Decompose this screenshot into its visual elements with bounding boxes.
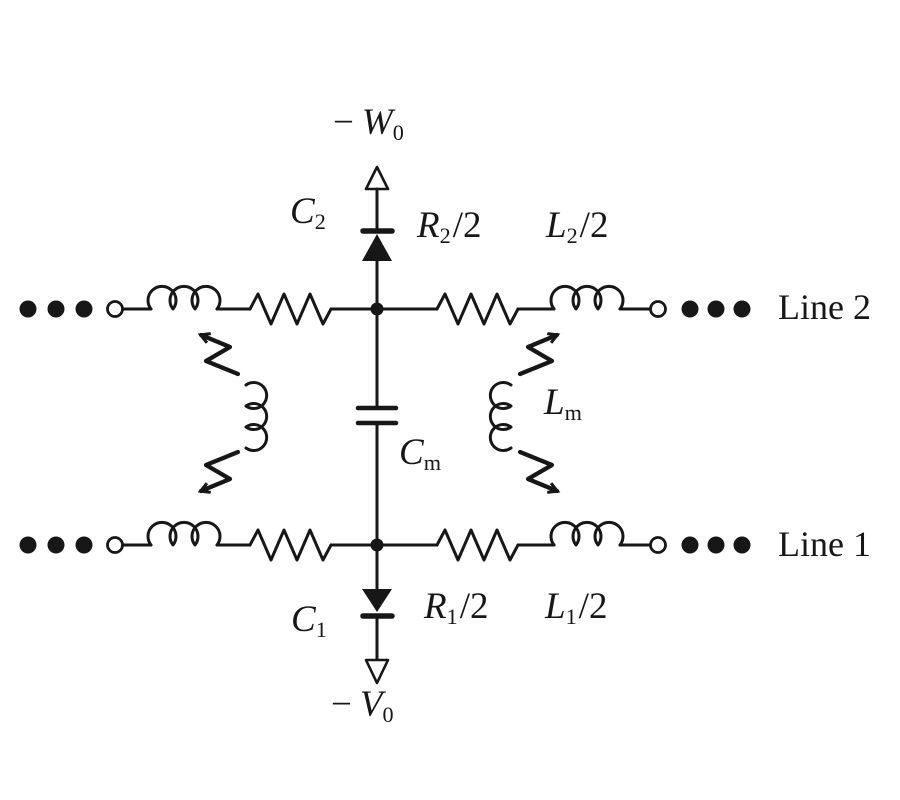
label-r1-half: R1/2 bbox=[424, 586, 489, 628]
label-minus-v0-prefix: − bbox=[331, 684, 352, 725]
terminal-circle bbox=[649, 300, 667, 318]
label-r2-half-suffix: /2 bbox=[452, 205, 482, 246]
continuation-dot bbox=[733, 536, 751, 554]
open-arrow-down bbox=[364, 658, 390, 685]
label-l2-half-suffix: /2 bbox=[579, 205, 609, 246]
coupling-arrow-top-left bbox=[201, 335, 241, 377]
label-l1-half-base: L bbox=[545, 586, 566, 627]
label-l2-half: L2/2 bbox=[546, 205, 609, 247]
vertical-branch bbox=[355, 165, 399, 685]
label-r2-half-base: R bbox=[417, 205, 440, 246]
inductor-coil bbox=[146, 284, 222, 311]
continuation-dot bbox=[75, 300, 93, 318]
terminal-circle bbox=[106, 300, 124, 318]
label-lm: Lm bbox=[544, 382, 582, 424]
continuation-dot bbox=[47, 300, 65, 318]
terminal-circle bbox=[106, 536, 124, 554]
coupling-arrow-top-right bbox=[517, 335, 557, 377]
label-l2-half-base: L bbox=[546, 205, 567, 246]
resistor-zigzag bbox=[248, 292, 333, 326]
coupling-arrow-bottom-right bbox=[517, 449, 557, 491]
label-r2-half-sub: 2 bbox=[439, 223, 451, 249]
continuation-dot bbox=[19, 536, 37, 554]
label-cm: Cm bbox=[399, 432, 441, 474]
label-l2-half-sub: 2 bbox=[566, 223, 578, 249]
label-c1-sub: 1 bbox=[315, 617, 327, 643]
label-r1-half-sub: 1 bbox=[446, 604, 458, 630]
coupling-coil-left bbox=[244, 381, 269, 452]
label-r1-half-base: R bbox=[424, 586, 447, 627]
label-c1-base: C bbox=[291, 599, 316, 640]
inductor-coil bbox=[549, 520, 625, 547]
continuation-dot bbox=[75, 536, 93, 554]
label-minus-v0-sub: 0 bbox=[382, 702, 394, 728]
continuation-dot bbox=[707, 300, 725, 318]
mutual-coupling bbox=[201, 335, 557, 491]
inductor-coil bbox=[146, 520, 222, 547]
continuation-dot bbox=[707, 536, 725, 554]
label-line1: Line 1 bbox=[778, 524, 871, 564]
label-c2-base: C bbox=[290, 191, 315, 232]
continuation-dot bbox=[681, 536, 699, 554]
label-minus-w0: −W0 bbox=[333, 102, 404, 144]
diode-triangle-up bbox=[362, 234, 392, 261]
label-cm-base: C bbox=[399, 432, 424, 473]
label-minus-v0-base: V bbox=[359, 684, 383, 725]
label-l1-half: L1/2 bbox=[545, 586, 608, 628]
label-minus-v0: −V0 bbox=[331, 684, 394, 726]
resistor-zigzag bbox=[435, 528, 520, 562]
label-minus-w0-prefix: − bbox=[333, 102, 354, 143]
label-line2: Line 2 bbox=[778, 287, 871, 327]
terminal-circle bbox=[649, 536, 667, 554]
label-minus-w0-base: W bbox=[361, 102, 393, 143]
continuation-dot bbox=[681, 300, 699, 318]
continuation-dot bbox=[733, 300, 751, 318]
label-l1-half-suffix: /2 bbox=[578, 586, 608, 627]
line2-branch bbox=[19, 284, 751, 326]
label-minus-w0-sub: 0 bbox=[392, 120, 404, 146]
continuation-dot bbox=[47, 536, 65, 554]
resistor-zigzag bbox=[435, 292, 520, 326]
label-c2: C2 bbox=[290, 191, 326, 233]
inductor-coil bbox=[549, 284, 625, 311]
diode-triangle-down bbox=[362, 589, 392, 612]
line1-branch bbox=[19, 520, 751, 562]
label-l1-half-sub: 1 bbox=[565, 604, 577, 630]
label-r1-half-suffix: /2 bbox=[459, 586, 489, 627]
label-lm-base: L bbox=[544, 382, 565, 423]
label-lm-sub: m bbox=[564, 400, 582, 426]
label-c1: C1 bbox=[291, 599, 327, 641]
label-r2-half: R2/2 bbox=[417, 205, 482, 247]
resistor-zigzag bbox=[248, 528, 333, 562]
coupling-arrow-bottom-left bbox=[201, 449, 241, 491]
label-c2-sub: 2 bbox=[314, 209, 326, 235]
label-cm-sub: m bbox=[423, 450, 441, 476]
coupling-coil-right bbox=[488, 381, 513, 452]
continuation-dot bbox=[19, 300, 37, 318]
open-arrow-up bbox=[364, 165, 390, 191]
